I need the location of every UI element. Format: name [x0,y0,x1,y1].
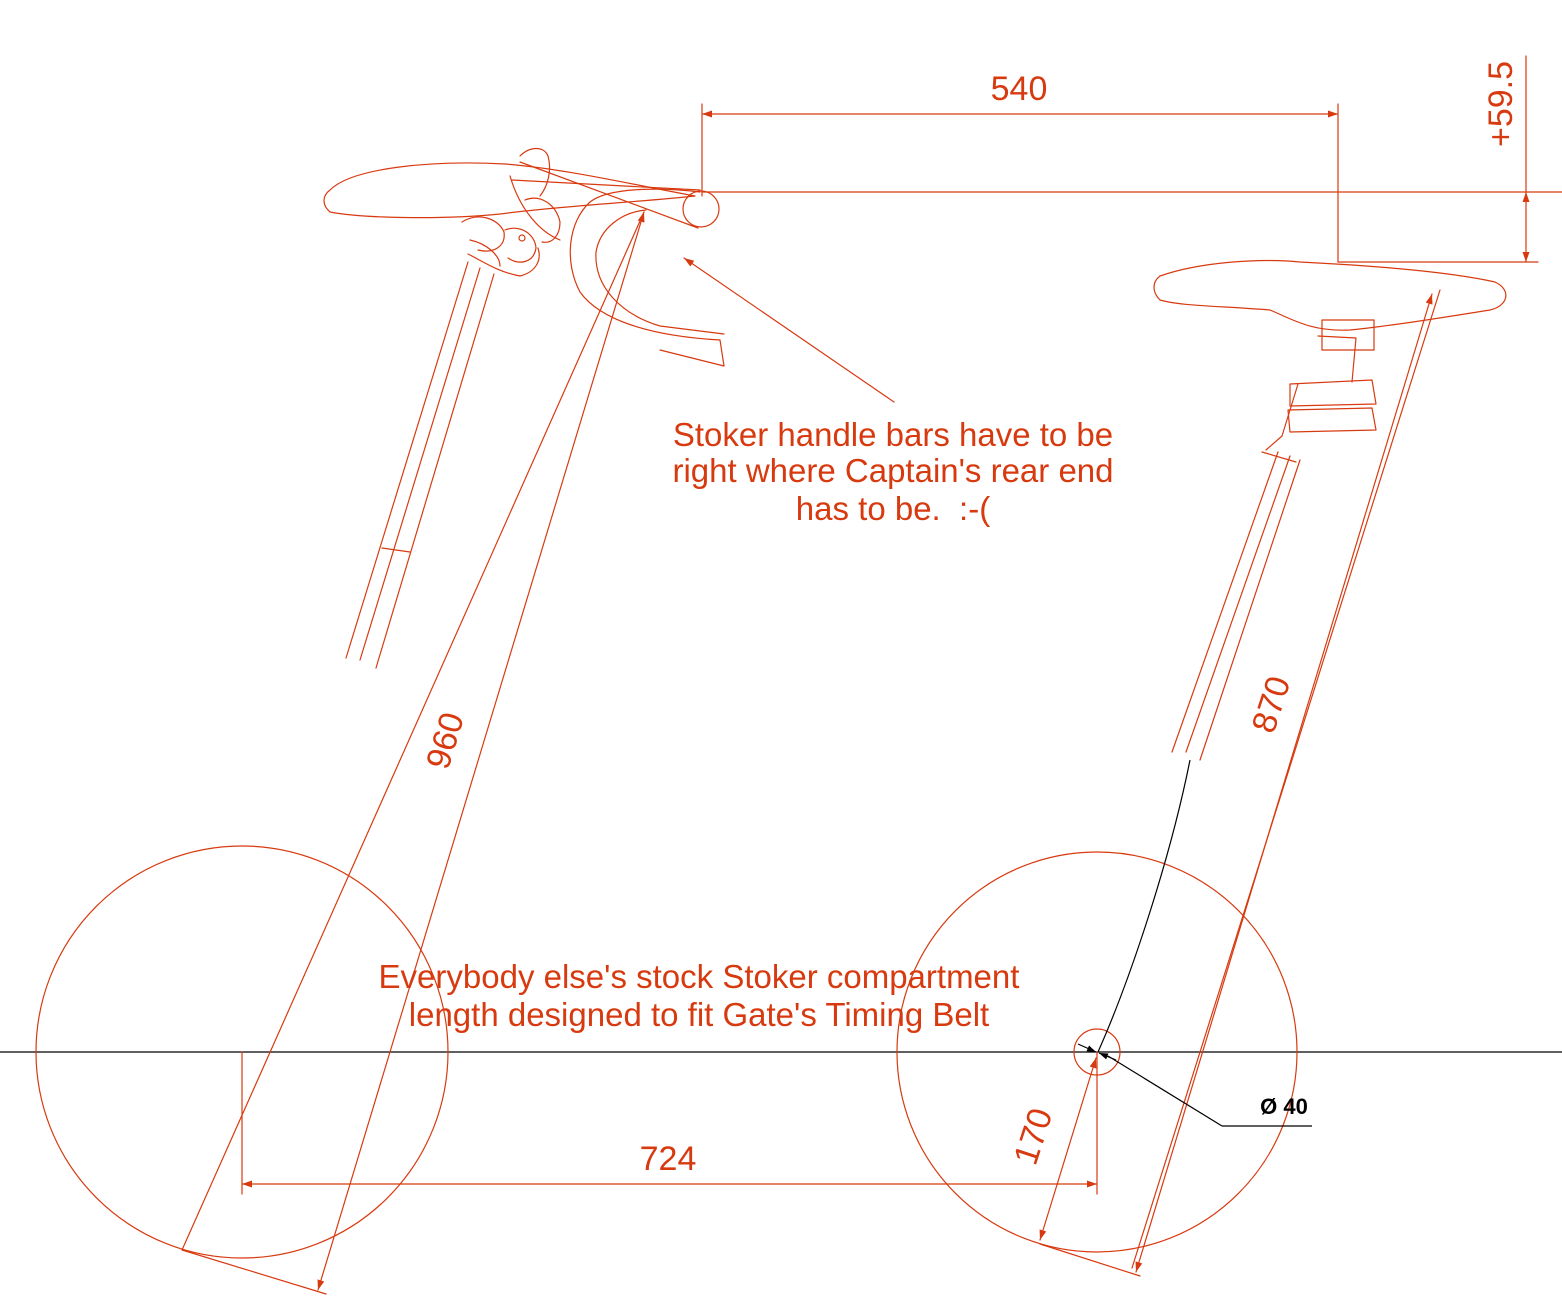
drawing-geometry [35,55,1562,1295]
belt-note-line-2: length designed to fit Gate's Timing Bel… [409,996,989,1033]
dimension-labels: 540 +59.5 960 870 724 170 [419,61,1520,1178]
belt-note-line-1: Everybody else's stock Stoker compartmen… [379,958,1020,995]
captain-saddle [1153,259,1507,451]
drop-dimension-line [1039,1057,1097,1241]
drop-label: 170 [1007,1104,1061,1170]
stoker-seatpost [345,261,495,669]
stoker-reach-label: 960 [419,708,472,773]
handlebar-note: Stoker handle bars have to be right wher… [672,416,1113,527]
stoker-bottom-tick [181,1249,327,1295]
captain-bottom-tick [1039,1243,1141,1277]
handlebar-note-leader [683,257,895,403]
captain-reach-dimension [1135,293,1433,1273]
handlebar-note-line-3: has to be. :-( [796,490,990,527]
clamp-and-lever [461,147,561,263]
captain-reach-reference [1131,289,1441,1269]
handlebar-note-line-1: Stoker handle bars have to be [673,416,1113,453]
diameter-callout [1077,759,1312,1127]
diameter-label: Ø 40 [1260,1094,1308,1119]
offset-label: +59.5 [1482,61,1520,147]
stoker-reach-reference [181,211,645,1251]
belt-note: Everybody else's stock Stoker compartmen… [379,958,1020,1033]
stoker-reach-dimension [317,211,645,1291]
spacing-label: 724 [640,1140,697,1178]
handlebar-note-line-2: right where Captain's rear end [672,452,1113,489]
captain-reach-label: 870 [1245,672,1299,738]
span-label: 540 [991,70,1048,108]
